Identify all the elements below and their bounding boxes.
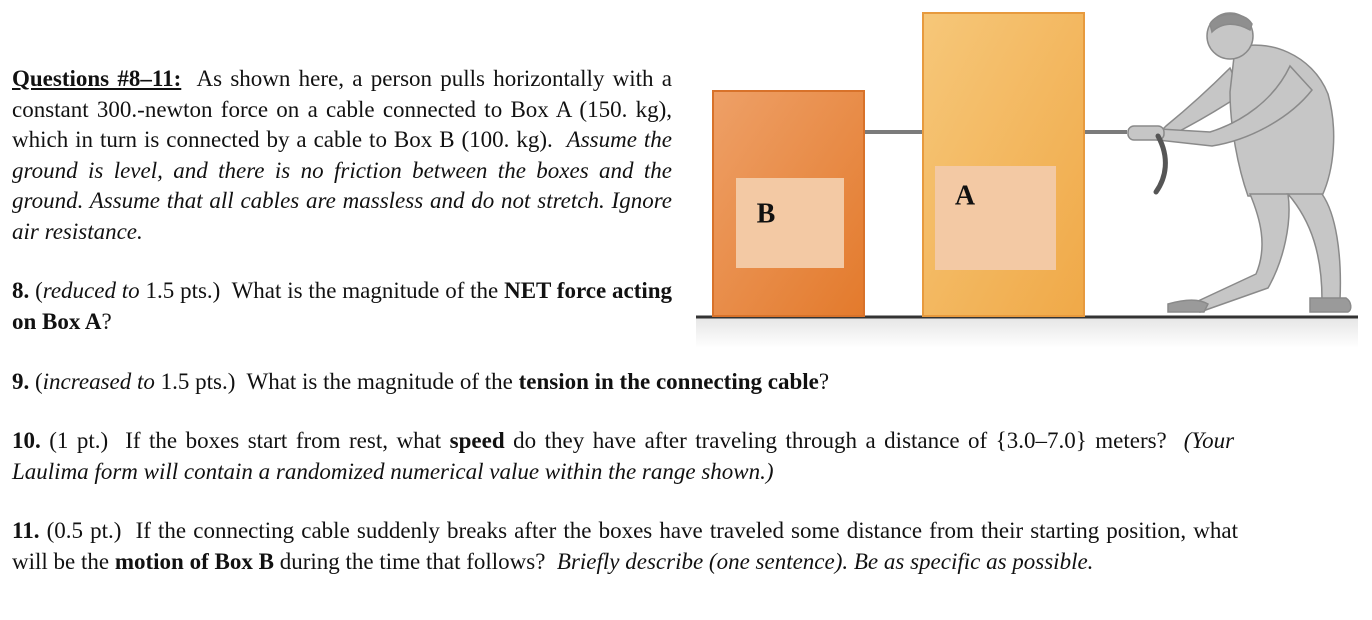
question-11: 11. (0.5 pt.) If the connecting cable su… <box>12 518 1238 574</box>
question-number: 10. <box>12 428 41 453</box>
box-a <box>922 12 1085 317</box>
key-phrase: motion of Box B <box>114 548 274 574</box>
points-note: (1 pt.) <box>49 428 109 453</box>
intro-assumptions: Assume the ground is level, and there is… <box>12 127 672 244</box>
points-note: (0.5 pt.) <box>46 518 122 543</box>
points-note: increased to <box>42 369 155 394</box>
question-note: (Your Laulima form will contain a random… <box>12 428 1235 484</box>
intro-text: As shown here, a person pulls horizontal… <box>12 66 672 152</box>
key-phrase: speed <box>449 428 505 453</box>
box-b-label: B <box>757 198 776 229</box>
box-b-label-panel <box>736 178 844 268</box>
box-a-label-panel <box>935 166 1056 270</box>
question-8: 8. (reduced to 1.5 pts.) What is the mag… <box>12 278 673 334</box>
intro-paragraph: Questions #8–11: As shown here, a person… <box>12 64 672 247</box>
questions-heading: Questions #8–11: <box>12 66 182 91</box>
question-number: 9. <box>12 369 30 394</box>
figure-svg: B A <box>696 12 1358 348</box>
box-a-label: A <box>955 180 976 211</box>
points-note: reduced to <box>42 278 140 303</box>
question-10: 10. (1 pt.) If the boxes start from rest… <box>12 428 1235 484</box>
question-9: 9. (increased to 1.5 pts.) What is the m… <box>12 369 830 394</box>
question-number: 11. <box>12 518 40 543</box>
person-pulling <box>1127 12 1352 313</box>
boxes-figure: B A <box>690 8 1362 350</box>
ground-shadow <box>696 318 1358 348</box>
question-number: 8. <box>12 278 30 303</box>
question-note: Briefly describe (one sentence). Be as s… <box>556 548 1094 574</box>
key-phrase: NET force acting on Box A <box>12 278 673 334</box>
key-phrase: tension in the connecting cable <box>518 369 819 394</box>
